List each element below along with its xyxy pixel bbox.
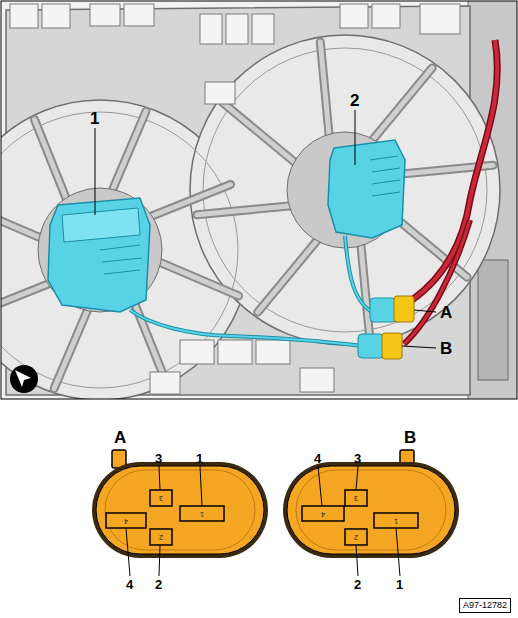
pin-number: 3 [354,452,361,465]
callout-letter: A [440,304,452,321]
pin-number: 1 [196,452,203,465]
connector-name: B [404,429,416,446]
pin-number: 4 [126,578,133,591]
pin-number: 2 [354,578,361,591]
pin-marking: 4 [124,518,128,525]
pin-number: 1 [396,578,403,591]
pin-number: 3 [155,452,162,465]
pin-number: 2 [155,578,162,591]
callout-letter: B [440,340,452,357]
connector-name: A [114,429,126,446]
pin-marking: 2 [159,534,163,541]
figure-id: A97-12782 [459,598,511,613]
pin-number: 4 [314,452,321,465]
pin-marking: 3 [354,495,358,502]
pin-marking: 2 [354,534,358,541]
pin-marking: 4 [321,511,325,518]
callout-number: 2 [350,92,359,109]
callout-number: 1 [90,110,99,127]
pin-marking: 3 [159,495,163,502]
pin-marking: 1 [200,511,204,518]
pin-marking: 1 [394,518,398,525]
